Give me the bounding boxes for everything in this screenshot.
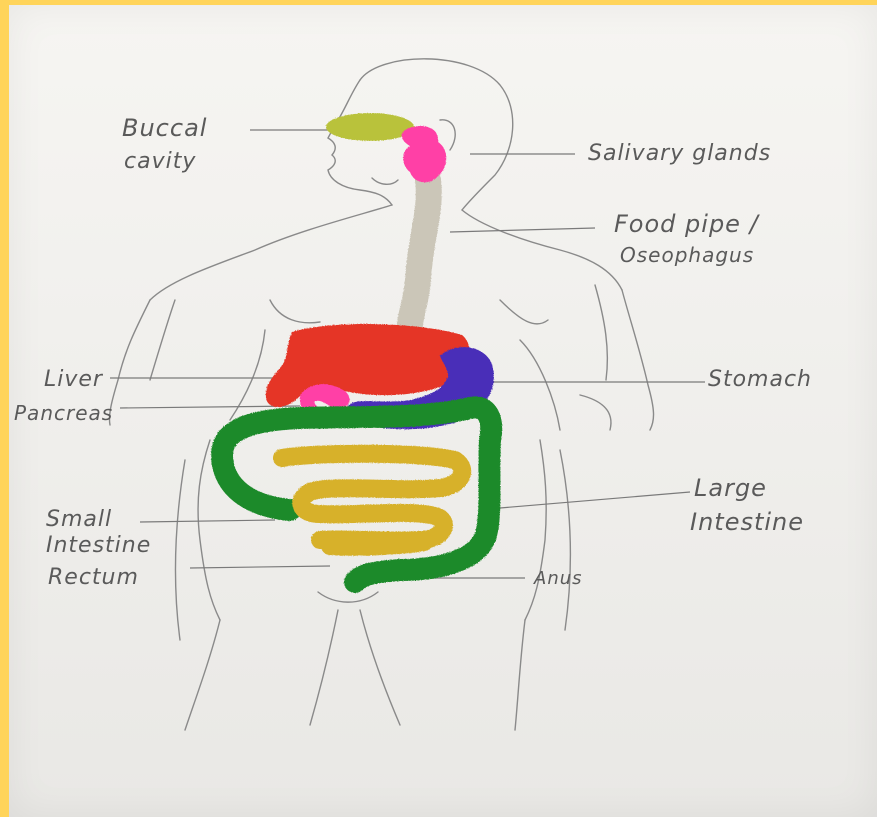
small-intestine — [282, 454, 462, 547]
buccal-cavity — [326, 113, 414, 141]
label-salivary-glands: Salivary glands — [588, 141, 771, 166]
label-buccal-cavity-2: cavity — [124, 149, 196, 174]
label-large-intestine: Intestine — [690, 508, 804, 536]
salivary-glands — [402, 126, 447, 182]
label-oseophagus: Oseophagus — [620, 243, 754, 267]
esophagus — [410, 180, 429, 332]
label-small-intestine: Intestine — [46, 533, 151, 558]
label-buccal-cavity-1: Buccal — [122, 114, 207, 142]
label-anus: Anus — [533, 568, 583, 589]
label-liver: Liver — [44, 367, 104, 392]
label-rectum: Rectum — [48, 565, 139, 590]
label-pancreas: Pancreas — [14, 401, 113, 425]
label-stomach: Stomach — [708, 367, 812, 392]
label-large: Large — [694, 474, 767, 502]
label-small: Small — [46, 507, 112, 532]
label-food-pipe: Food pipe / — [614, 210, 761, 238]
